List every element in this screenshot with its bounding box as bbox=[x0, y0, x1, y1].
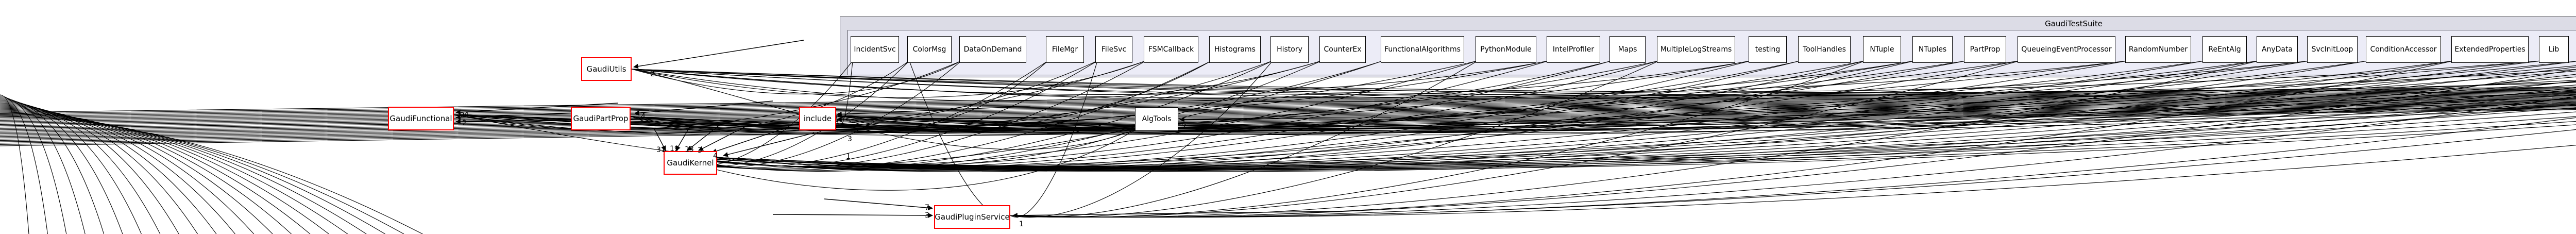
edge-label-3: 3 bbox=[698, 146, 702, 155]
node-history[interactable]: History bbox=[1270, 36, 1309, 63]
node-reentalg-label: ReEntAlg bbox=[2208, 45, 2241, 54]
node-dataondemand[interactable]: DataOnDemand bbox=[959, 36, 1026, 63]
node-gaudikernel-label: GaudiKernel bbox=[667, 158, 714, 168]
node-incidentsvc[interactable]: IncidentSvc bbox=[851, 36, 899, 63]
edge-label-1: 1 bbox=[846, 153, 851, 161]
node-colormsg[interactable]: ColorMsg bbox=[907, 36, 952, 63]
node-extendedproperties-label: ExtendedProperties bbox=[2454, 45, 2526, 54]
node-counterex-label: CounterEx bbox=[1324, 45, 1362, 54]
node-extendedproperties[interactable]: ExtendedProperties bbox=[2451, 36, 2529, 63]
edge-label-3: 3 bbox=[848, 135, 852, 143]
edge-label-2: 2 bbox=[462, 119, 467, 127]
node-randomnumber[interactable]: RandomNumber bbox=[2125, 36, 2191, 63]
node-svcinitloop[interactable]: SvcInitLoop bbox=[2307, 36, 2358, 63]
edge-label-3: 3 bbox=[925, 211, 929, 220]
node-testing[interactable]: testing bbox=[1749, 36, 1787, 63]
node-ntuple-label: NTuple bbox=[1870, 45, 1894, 54]
node-functionalalgorithms[interactable]: FunctionalAlgorithms bbox=[1381, 36, 1464, 63]
node-include[interactable]: include bbox=[799, 107, 836, 130]
node-filemgr[interactable]: FileMgr bbox=[1046, 36, 1084, 63]
node-dataondemand-label: DataOnDemand bbox=[963, 45, 1022, 54]
node-counterex[interactable]: CounterEx bbox=[1319, 36, 1366, 63]
node-intelprofiler[interactable]: IntelProfiler bbox=[1547, 36, 1600, 63]
cluster-gauditestsuite-label: GaudiTestSuite bbox=[2045, 19, 2103, 28]
node-partprop[interactable]: PartProp bbox=[1964, 36, 2006, 63]
node-testing-label: testing bbox=[1755, 45, 1781, 54]
node-randomnumber-label: RandomNumber bbox=[2128, 45, 2188, 54]
node-pythonmodule-label: PythonModule bbox=[1480, 45, 1532, 54]
node-multiplelogstreams[interactable]: MultipleLogStreams bbox=[1657, 36, 1735, 63]
node-functionalalgorithms-label: FunctionalAlgorithms bbox=[1384, 45, 1461, 54]
edge-label-7: 7 bbox=[925, 204, 929, 212]
edge-label-4: 4 bbox=[641, 112, 646, 121]
node-maps[interactable]: Maps bbox=[1609, 36, 1646, 63]
node-anydata-label: AnyData bbox=[2261, 45, 2293, 54]
node-gaudiutils-label: GaudiUtils bbox=[586, 64, 626, 74]
edge-label-4: 4 bbox=[713, 152, 718, 160]
edge-label-31: 31 bbox=[656, 146, 666, 154]
edge-label-19: 19 bbox=[670, 145, 679, 153]
edge-label-13: 13 bbox=[685, 145, 694, 154]
node-filemgr-label: FileMgr bbox=[1052, 45, 1078, 54]
node-gaudifunctional-label: GaudiFunctional bbox=[389, 113, 452, 123]
node-gaudipartprop[interactable]: GaudiPartProp bbox=[571, 107, 631, 130]
node-conditionaccessor-label: ConditionAccessor bbox=[2370, 45, 2437, 54]
node-lib[interactable]: Lib bbox=[2539, 36, 2569, 63]
node-svcinitloop-label: SvcInitLoop bbox=[2311, 45, 2353, 54]
node-gaudipartprop-label: GaudiPartProp bbox=[573, 113, 629, 123]
node-incidentsvc-label: IncidentSvc bbox=[854, 45, 896, 54]
node-gaudipluginservice-label: GaudiPluginService bbox=[935, 212, 1010, 222]
node-include-label: include bbox=[803, 113, 832, 123]
edge-label-1: 1 bbox=[1019, 220, 1024, 228]
node-history-label: History bbox=[1277, 45, 1302, 54]
node-pythonmodule[interactable]: PythonModule bbox=[1476, 36, 1536, 63]
node-anydata[interactable]: AnyData bbox=[2257, 36, 2298, 63]
node-partprop-label: PartProp bbox=[1970, 45, 2001, 54]
node-histograms[interactable]: Histograms bbox=[1209, 36, 1261, 63]
node-ntuples[interactable]: NTuples bbox=[1912, 36, 1953, 63]
node-algtools-label: AlgTools bbox=[1142, 115, 1172, 123]
node-queueingeventprocessor[interactable]: QueueingEventProcessor bbox=[2018, 36, 2115, 63]
node-toolhandles-label: ToolHandles bbox=[1803, 45, 1846, 54]
node-maps-label: Maps bbox=[1618, 45, 1637, 54]
edge-label-4: 4 bbox=[464, 111, 469, 119]
node-gaudikernel[interactable]: GaudiKernel bbox=[664, 151, 717, 175]
node-intelprofiler-label: IntelProfiler bbox=[1552, 45, 1595, 54]
edge-label-2: 2 bbox=[460, 111, 465, 120]
node-fsmcallback[interactable]: FSMCallback bbox=[1144, 36, 1198, 63]
node-queueingeventprocessor-label: QueueingEventProcessor bbox=[2021, 45, 2112, 54]
node-multiplelogstreams-label: MultipleLogStreams bbox=[1660, 45, 1732, 54]
node-gaudipluginservice[interactable]: GaudiPluginService bbox=[934, 205, 1010, 229]
node-conditionaccessor[interactable]: ConditionAccessor bbox=[2366, 36, 2441, 63]
node-reentalg[interactable]: ReEntAlg bbox=[2202, 36, 2247, 63]
node-histograms-label: Histograms bbox=[1214, 45, 1256, 54]
node-filesvc[interactable]: FileSvc bbox=[1095, 36, 1132, 63]
node-ntuple[interactable]: NTuple bbox=[1863, 36, 1901, 63]
edge-label-2: 2 bbox=[726, 157, 731, 165]
node-lib-label: Lib bbox=[2548, 45, 2560, 54]
edge-label-2: 2 bbox=[1182, 123, 1187, 131]
node-gaudifunctional[interactable]: GaudiFunctional bbox=[388, 107, 454, 130]
node-ntuples-label: NTuples bbox=[1918, 45, 1947, 54]
edge-label-2: 2 bbox=[650, 70, 655, 78]
node-colormsg-label: ColorMsg bbox=[912, 45, 946, 54]
node-filesvc-label: FileSvc bbox=[1101, 45, 1127, 54]
node-gaudiutils[interactable]: GaudiUtils bbox=[581, 57, 632, 81]
node-fsmcallback-label: FSMCallback bbox=[1148, 45, 1194, 54]
node-toolhandles[interactable]: ToolHandles bbox=[1798, 36, 1851, 63]
node-algtools[interactable]: AlgTools bbox=[1135, 107, 1178, 131]
